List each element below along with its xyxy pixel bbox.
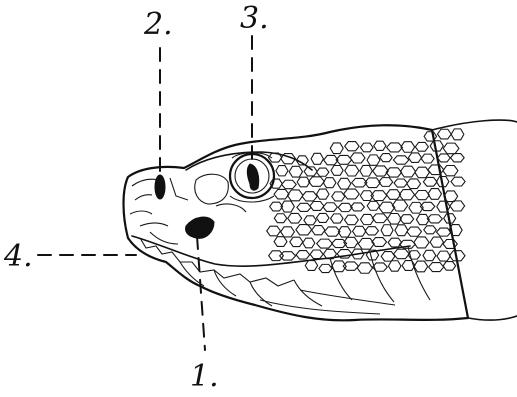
label-2: 2. <box>143 7 173 42</box>
nostril <box>155 175 165 199</box>
label-3: 3. <box>240 1 269 36</box>
label-4: 4. <box>3 239 33 274</box>
label-1: 1. <box>190 359 219 394</box>
